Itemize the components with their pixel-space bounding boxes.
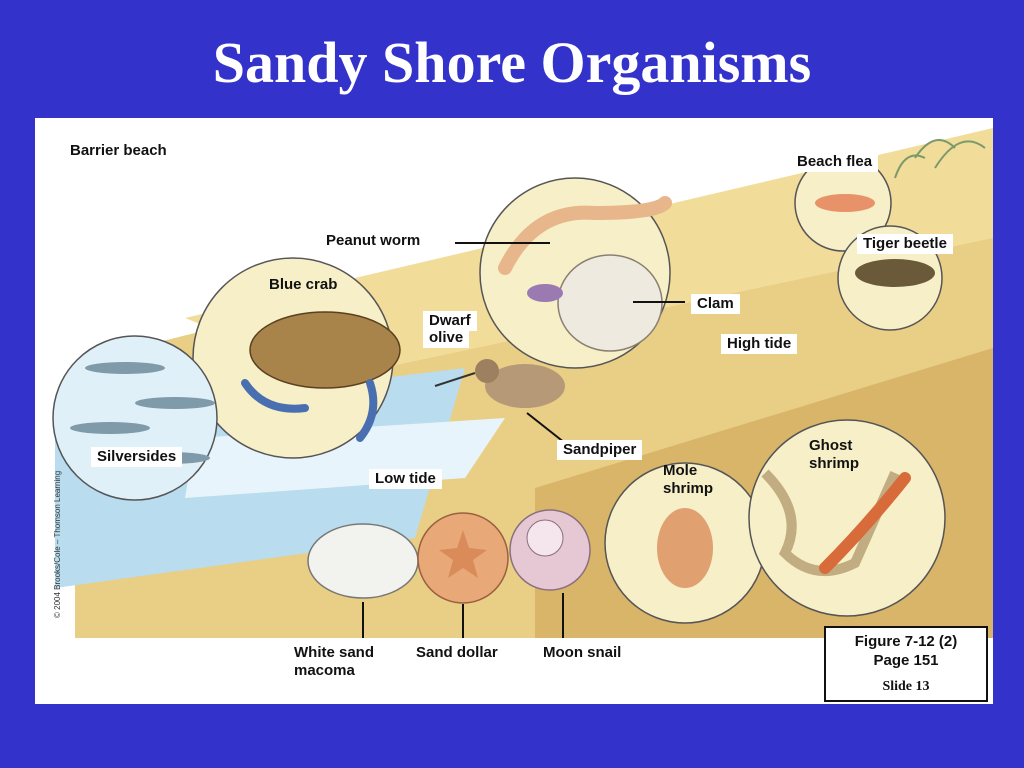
label-low-tide: Low tide [369,469,442,489]
slide-number: Slide 13 [882,679,930,694]
ghost-shrimp-burrow [761,469,900,576]
label-tiger-beetle: Tiger beetle [857,234,953,254]
sandpiper-bill [434,372,476,387]
label-mole-shrimp-line1: Mole [663,462,698,479]
label-peanut-worm: Peanut worm [326,232,421,249]
figure-page: Page 151 [873,652,939,669]
sandpiper-body [485,364,565,408]
dwarf-olive-shape [527,284,563,302]
slide-title: Sandy Shore Organisms [212,30,812,95]
label-barrier-beach: Barrier beach [70,142,167,159]
moon-snail-spiral [526,519,564,557]
mole-shrimp-shape [657,508,713,588]
sand-dollar-star [439,530,487,578]
label-sand-dollar: Sand dollar [416,644,498,661]
label-moon-snail: Moon snail [543,644,622,661]
label-ghost-shrimp-line1: Ghost [809,437,853,454]
label-silversides: Silversides [91,447,183,467]
label-ghost-shrimp-line2: shrimp [809,455,860,472]
label-clam: Clam [691,294,740,314]
copyright-notice: © 2004 Brooks/Cole – Thomson Learning [53,470,62,618]
label-white-sand-macoma-line1: White sand [294,644,375,661]
label-sandpiper: Sandpiper [557,440,643,460]
label-dwarf-olive-line1: Dwarf [423,311,477,331]
peanut-worm-shape [498,196,672,275]
ghost-shrimp-shape [819,472,911,574]
white-sand-macoma-shape [307,523,419,599]
silversides-bubble [52,335,218,501]
label-dwarf-olive-line2: olive [423,328,470,348]
diagram-panel: Barrier beach Beach flea Tiger beetle Pe… [35,118,993,704]
beach-flea-shape [815,194,875,212]
label-high-tide: High tide [721,334,798,354]
pointer-lines [362,242,685,638]
dune-grass [894,139,986,179]
label-mole-shrimp-line2: shrimp [663,480,714,497]
tiger-beetle-shape [855,259,935,287]
figure-number: Figure 7-12 (2) [854,633,958,650]
label-blue-crab: Blue crab [269,276,338,293]
sandpiper-head [475,359,499,383]
label-beach-flea: Beach flea [791,152,879,172]
sandy-shore-illustration [52,128,993,638]
figure-reference-box: Figure 7-12 (2) Page 151 Slide 13 [824,626,988,702]
blue-crab-claw [241,379,378,442]
blue-crab-shape [249,311,401,389]
label-white-sand-macoma-line2: macoma [294,662,355,679]
